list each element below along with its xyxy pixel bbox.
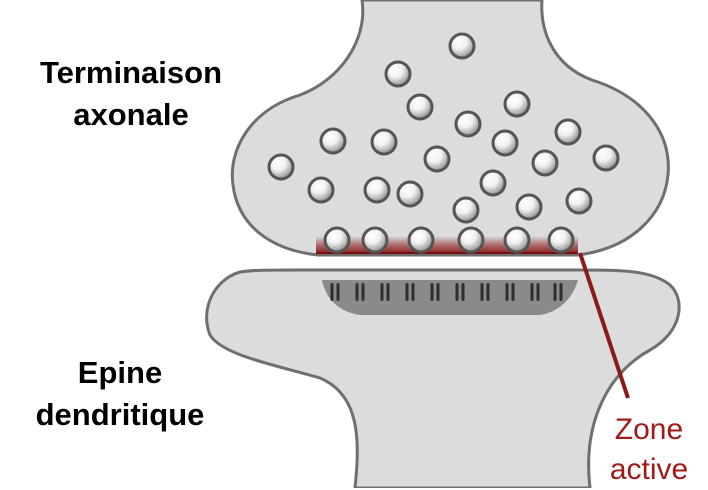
- synaptic-vesicle: [459, 228, 483, 252]
- label-active-zone-line1: Zone: [590, 410, 708, 450]
- receptor: [331, 283, 334, 301]
- synaptic-vesicle: [505, 92, 529, 116]
- synaptic-vesicle: [409, 228, 433, 252]
- synaptic-vesicle: [321, 129, 345, 153]
- synaptic-vesicle: [365, 178, 389, 202]
- synaptic-vesicle: [517, 195, 541, 219]
- label-dendritic-spine-line1: Epine: [4, 352, 236, 394]
- active-zone-band: [316, 236, 578, 253]
- receptor: [506, 283, 509, 301]
- synaptic-vesicle: [269, 155, 293, 179]
- synaptic-vesicle: [325, 228, 349, 252]
- receptor: [437, 283, 440, 301]
- receptor: [512, 283, 515, 301]
- synaptic-vesicle: [556, 120, 580, 144]
- synaptic-vesicle: [450, 34, 474, 58]
- synaptic-vesicle: [594, 146, 618, 170]
- synaptic-vesicle: [505, 228, 529, 252]
- receptor: [462, 283, 465, 301]
- synaptic-vesicle: [309, 178, 333, 202]
- receptor: [456, 283, 459, 301]
- receptor: [406, 283, 409, 301]
- receptor: [537, 283, 540, 301]
- synaptic-vesicle: [408, 95, 432, 119]
- label-dendritic-spine: Epine dendritique: [4, 352, 236, 436]
- receptor: [337, 283, 340, 301]
- receptor: [362, 283, 365, 301]
- receptor: [356, 283, 359, 301]
- synaptic-vesicle: [481, 171, 505, 195]
- synaptic-vesicle: [456, 112, 480, 136]
- receptor: [431, 283, 434, 301]
- synaptic-vesicle: [533, 151, 557, 175]
- synaptic-vesicle: [549, 228, 573, 252]
- synaptic-vesicle: [363, 228, 387, 252]
- synaptic-vesicle: [567, 189, 591, 213]
- receptor: [412, 283, 415, 301]
- label-axon-terminal-line1: Terminaison: [8, 52, 254, 94]
- synaptic-vesicle: [493, 131, 517, 155]
- receptor: [560, 283, 563, 301]
- label-active-zone-line2: active: [590, 450, 708, 490]
- receptor: [531, 283, 534, 301]
- receptor: [381, 283, 384, 301]
- synaptic-vesicle: [454, 198, 478, 222]
- label-active-zone: Zone active: [590, 410, 708, 490]
- synaptic-vesicle: [425, 147, 449, 171]
- receptor: [387, 283, 390, 301]
- receptor: [554, 283, 557, 301]
- receptor: [487, 283, 490, 301]
- label-axon-terminal-line2: axonale: [8, 94, 254, 136]
- axon-terminal: [232, 0, 668, 255]
- label-axon-terminal: Terminaison axonale: [8, 52, 254, 136]
- synaptic-vesicle: [372, 130, 396, 154]
- label-dendritic-spine-line2: dendritique: [4, 394, 236, 436]
- synaptic-vesicle: [386, 62, 410, 86]
- postsynaptic-density: [322, 280, 578, 315]
- receptor: [481, 283, 484, 301]
- synaptic-vesicle: [398, 182, 422, 206]
